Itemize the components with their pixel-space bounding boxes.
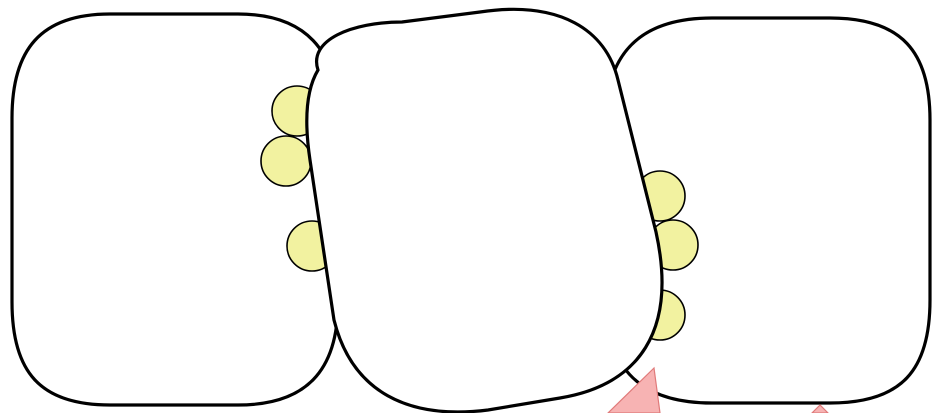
left-connector-dot-2	[261, 136, 311, 186]
left-rounded-panel	[12, 14, 338, 405]
center-tilted-panel	[307, 9, 662, 412]
pointer-arrow-tip-right	[812, 405, 828, 413]
